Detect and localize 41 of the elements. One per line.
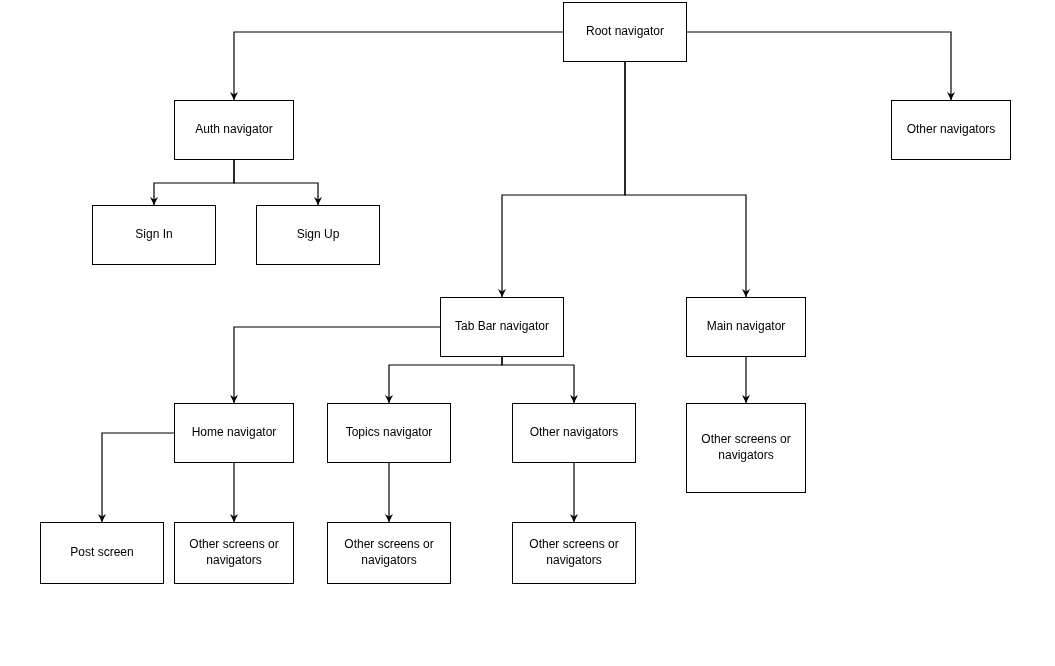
arrow	[98, 432, 175, 523]
arrow	[233, 159, 322, 206]
arrow	[686, 31, 955, 101]
arrow	[570, 462, 578, 523]
arrow	[624, 61, 750, 298]
navigator-box	[686, 297, 806, 357]
node-label: Home navigator	[191, 425, 277, 441]
node-label: Topics navigator	[345, 425, 433, 441]
navigator-box	[92, 205, 216, 265]
node-label: Tab Bar navigator	[454, 319, 550, 335]
arrow	[385, 462, 393, 523]
arrow	[230, 31, 564, 101]
arrow	[742, 356, 750, 404]
arrow	[501, 356, 578, 404]
node-label: Other navigators	[906, 122, 996, 138]
node-label: Other screens or navigators	[343, 537, 435, 569]
node-label: Root navigator	[585, 24, 664, 40]
navigator-box	[256, 205, 380, 265]
node-label: Main navigator	[706, 319, 786, 335]
navigator-box	[40, 522, 164, 584]
navigator-box	[174, 403, 294, 463]
node-label: Sign Up	[296, 227, 340, 243]
node-label: Auth navigator	[195, 122, 273, 138]
navigator-box	[174, 100, 294, 160]
navigator-box	[512, 403, 636, 463]
navigator-box	[440, 297, 564, 357]
node-label: Other screens or navigators	[528, 537, 620, 569]
navigator-box	[174, 522, 294, 584]
node-label: Other screens or navigators	[188, 537, 280, 569]
arrow	[230, 326, 441, 404]
navigator-box	[563, 2, 687, 62]
navigator-box	[891, 100, 1011, 160]
node-label: Sign In	[135, 227, 173, 243]
navigator-box	[327, 403, 451, 463]
node-label: Post screen	[70, 545, 134, 561]
arrow	[230, 462, 238, 523]
navigator-box	[686, 403, 806, 493]
navigator-box	[512, 522, 636, 584]
node-label: Other screens or navigators	[700, 432, 792, 464]
node-label: Other navigators	[529, 425, 619, 441]
navigator-box	[327, 522, 451, 584]
